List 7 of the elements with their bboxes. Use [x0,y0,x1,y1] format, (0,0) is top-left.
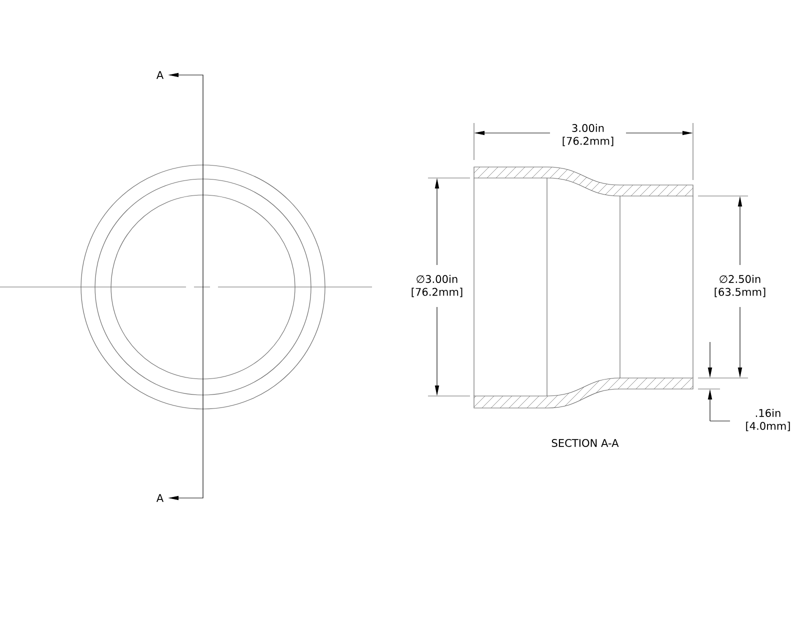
view-label: A [156,71,164,79]
view-label: A [156,494,164,502]
dimension-label: 3.00in [76.2mm] [558,122,618,148]
dimension-label: .16in [4.0mm] [738,408,798,432]
dimension-label: ∅3.00in [76.2mm] [406,274,468,298]
section-label: SECTION A-A [552,439,619,447]
dimension-label: ∅2.50in [63.5mm] [710,274,770,298]
